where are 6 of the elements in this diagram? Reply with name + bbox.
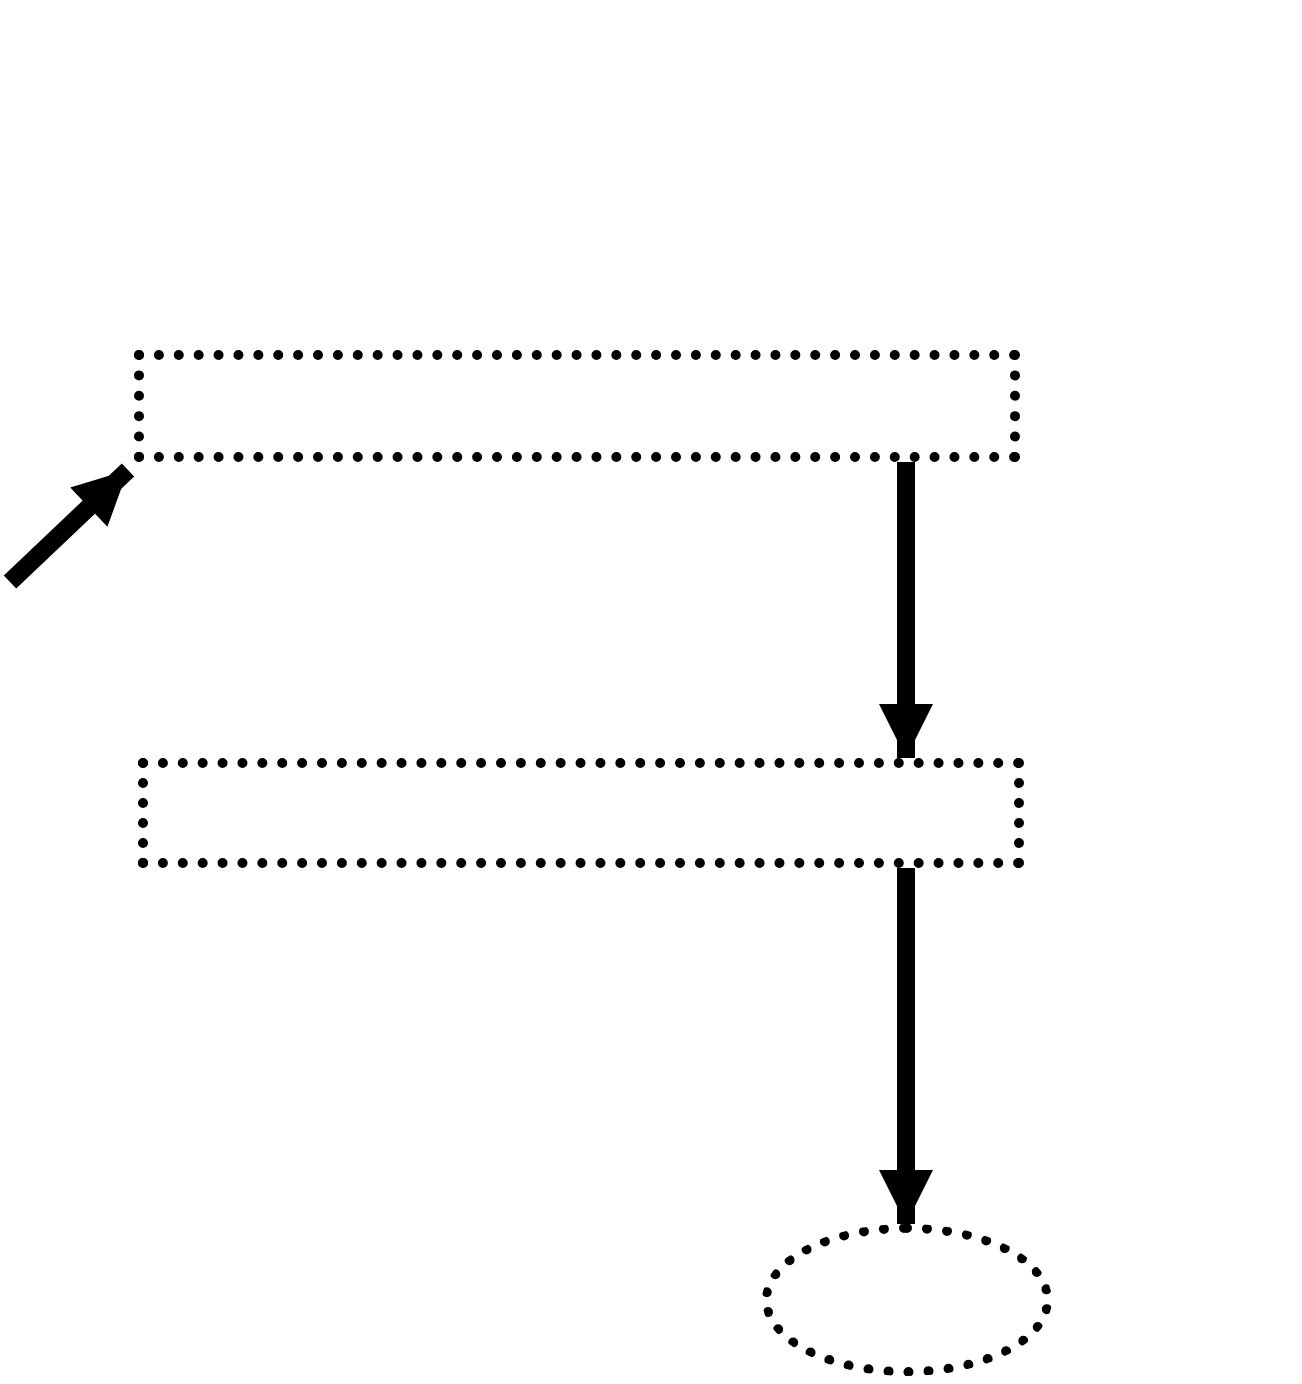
arrow [3, 463, 135, 589]
dotted-box [138, 758, 1024, 868]
arrow [879, 868, 933, 1224]
arrow [879, 462, 933, 758]
dotted-box [134, 350, 1020, 462]
dotted-ellipse [762, 1224, 1052, 1376]
